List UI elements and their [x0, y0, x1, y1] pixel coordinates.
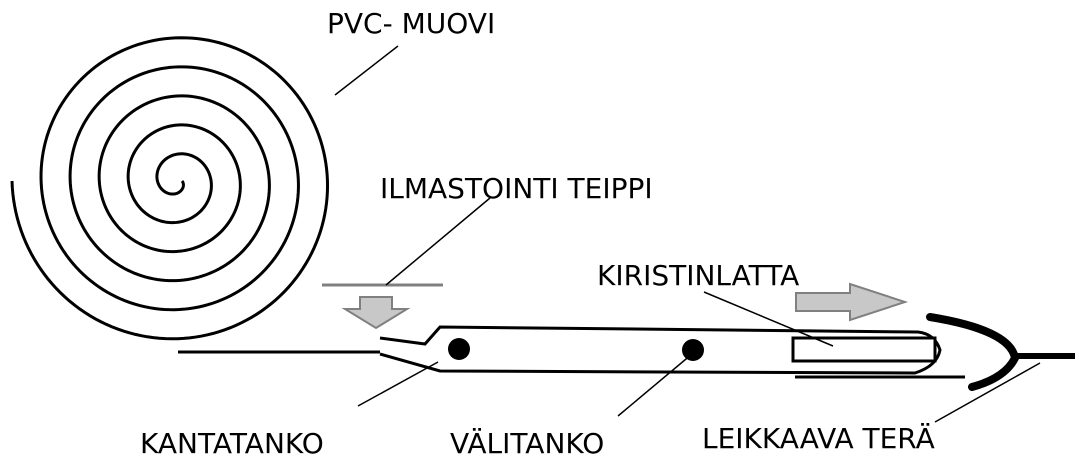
leader-line-kiristinlatta [703, 291, 834, 347]
rod-assembly [379, 325, 942, 375]
leader-line-kantatanko [357, 361, 439, 407]
leader-line-valitanko [617, 353, 693, 417]
label-kiristinlatta: KIRISTINLATTA [597, 259, 800, 292]
leader-line-ilmastointi [385, 197, 491, 286]
label-ilmastointi-teippi: ILMASTOINTI TEIPPI [380, 172, 653, 205]
leader-line-pvc [334, 45, 399, 96]
tension-plate [791, 336, 937, 363]
right-arrow-icon [795, 282, 909, 322]
label-pvc-muovi: PVC- MUOVI [327, 7, 496, 40]
label-leikkaava-tera: LEIKKAAVA TERÄ [702, 422, 935, 455]
label-kantatanko: KANTATANKO [140, 427, 324, 460]
pvc-spiral-roll [10, 36, 330, 341]
intermediate-rod-dot [682, 339, 704, 361]
leader-line-leikkaava [934, 362, 1041, 423]
label-valitanko: VÄLITANKO [450, 427, 605, 460]
base-rod-dot [448, 338, 470, 360]
down-arrow-icon [341, 296, 411, 330]
